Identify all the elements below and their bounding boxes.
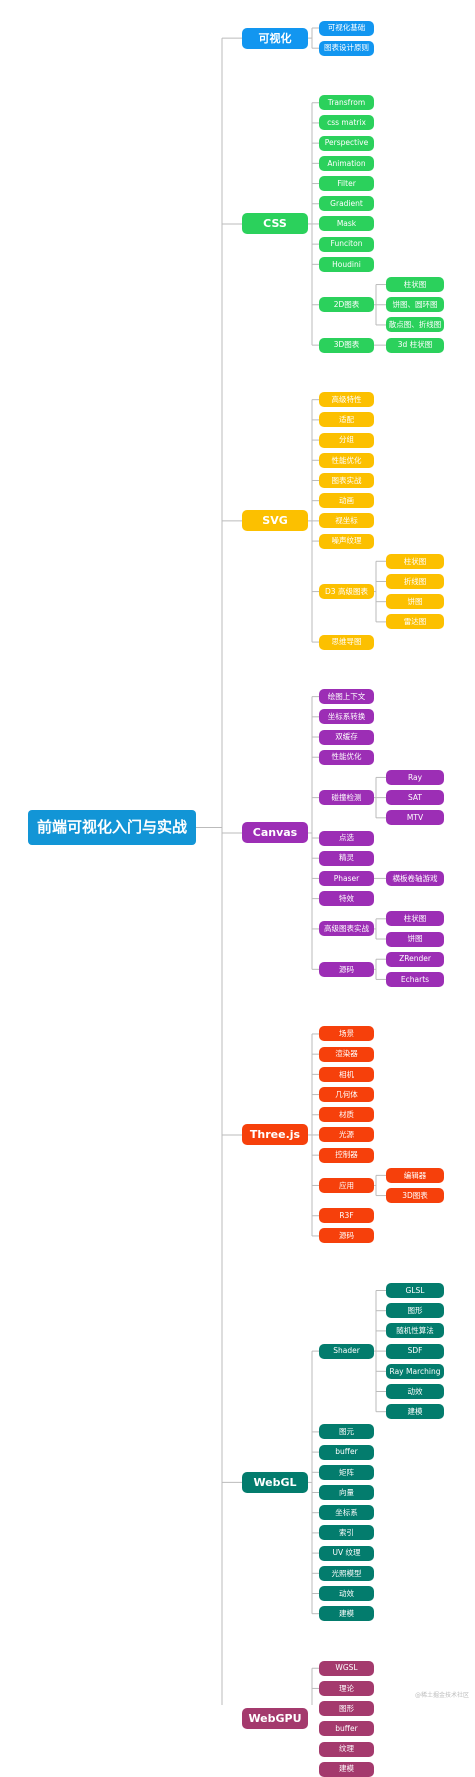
level1-node: Shader xyxy=(319,1343,374,1359)
level1-node: 源码 xyxy=(319,961,374,977)
level1-node: 性能优化 xyxy=(319,749,374,765)
level1-node: 双缓存 xyxy=(319,729,374,745)
level1-node: 点选 xyxy=(319,830,374,846)
level2-node: Ray xyxy=(386,769,444,785)
level1-node: 适配 xyxy=(319,412,374,428)
level2-node: SDF xyxy=(386,1343,444,1359)
level1-node: 矩阵 xyxy=(319,1464,374,1480)
level1-node: Perspective xyxy=(319,135,374,151)
level1-node: 索引 xyxy=(319,1525,374,1541)
level1-node: 动画 xyxy=(319,493,374,509)
level1-node: 源码 xyxy=(319,1228,374,1244)
level2-node: 柱状图 xyxy=(386,277,444,293)
category-node-6: WebGPU xyxy=(242,1708,308,1730)
level2-node: 饼图 xyxy=(386,594,444,610)
level1-node: 建模 xyxy=(319,1761,374,1777)
category-node-1: CSS xyxy=(242,213,308,235)
level2-node: 柱状图 xyxy=(386,553,444,569)
level1-node: Gradient xyxy=(319,196,374,212)
level1-node: UV 纹理 xyxy=(319,1545,374,1561)
level1-node: 应用 xyxy=(319,1177,374,1193)
level1-node: 坐标系 xyxy=(319,1505,374,1521)
level2-node: 动效 xyxy=(386,1384,444,1399)
level1-node: R3F xyxy=(319,1208,374,1224)
level2-node: 散点图、折线图 xyxy=(386,317,444,333)
category-node-5: WebGL xyxy=(242,1471,308,1493)
level2-node: 3D图表 xyxy=(386,1188,444,1204)
level1-node: 可视化基础 xyxy=(319,20,374,36)
level1-node: 场景 xyxy=(319,1026,374,1042)
level1-node: 建模 xyxy=(319,1606,374,1622)
level2-node: 饼图 xyxy=(386,931,444,947)
level1-node: Mask xyxy=(319,216,374,232)
level1-node: 图形 xyxy=(319,1701,374,1717)
root-node: 前端可视化入门与实战 xyxy=(28,810,196,845)
level1-node: 3D图表 xyxy=(319,337,374,353)
level1-node: 2D图表 xyxy=(319,297,374,313)
watermark: @稀土掘金技术社区 xyxy=(414,1692,469,1699)
level1-node: 材质 xyxy=(319,1107,374,1123)
level1-node: 图表实战 xyxy=(319,472,374,488)
level1-node: 控制器 xyxy=(319,1147,374,1163)
level2-node: ZRender xyxy=(386,951,444,967)
level2-node: Ray Marching xyxy=(386,1363,444,1379)
level1-node: D3 高级图表 xyxy=(319,584,374,600)
level1-node: 特效 xyxy=(319,891,374,907)
level1-node: 精灵 xyxy=(319,850,374,866)
level2-node: SAT xyxy=(386,790,444,806)
level1-node: 噪声纹理 xyxy=(319,533,374,549)
level1-node: buffer xyxy=(319,1721,374,1737)
level1-node: Filter xyxy=(319,176,374,192)
level2-node: GLSL xyxy=(386,1283,444,1298)
level1-node: 光源 xyxy=(319,1127,374,1143)
level2-node: 横板卷轴游戏 xyxy=(386,870,444,886)
category-node-0: 可视化 xyxy=(242,27,308,49)
level1-node: 高级图表实战 xyxy=(319,921,374,937)
category-node-4: Three.js xyxy=(242,1124,308,1146)
level1-node: buffer xyxy=(319,1444,374,1460)
level1-node: 视坐标 xyxy=(319,513,374,529)
level1-node: WGSL xyxy=(319,1660,374,1676)
level2-node: 柱状图 xyxy=(386,911,444,927)
level1-node: 绘图上下文 xyxy=(319,689,374,705)
connector-lines xyxy=(196,27,386,1705)
level2-node: 编辑器 xyxy=(386,1167,444,1183)
level2-node: 折线图 xyxy=(386,573,444,589)
level1-node: Phaser xyxy=(319,870,374,886)
level2-node: 图形 xyxy=(386,1303,444,1319)
level1-node: 高级特性 xyxy=(319,392,374,408)
level1-node: Houdini xyxy=(319,256,374,272)
level2-node: 随机性算法 xyxy=(386,1323,444,1339)
level1-node: 分组 xyxy=(319,432,374,448)
level1-node: 动效 xyxy=(319,1586,374,1601)
level1-node: 相机 xyxy=(319,1066,374,1082)
level1-node: Animation xyxy=(319,155,374,171)
level1-node: 性能优化 xyxy=(319,452,374,468)
level1-node: 渲染器 xyxy=(319,1046,374,1062)
level1-node: 图表设计原则 xyxy=(319,40,374,56)
level1-node: css matrix xyxy=(319,115,374,131)
level1-node: 几何体 xyxy=(319,1087,374,1103)
level2-node: 3d 柱状图 xyxy=(386,337,444,353)
level1-node: 纹理 xyxy=(319,1741,374,1757)
level1-node: 思维导图 xyxy=(319,634,374,650)
level1-node: Transfrom xyxy=(319,95,374,111)
level2-node: MTV xyxy=(386,810,444,826)
level1-node: 光照模型 xyxy=(319,1565,374,1581)
level1-node: 图元 xyxy=(319,1424,374,1440)
level2-node: 饼图、圆环图 xyxy=(386,297,444,313)
level2-node: 建模 xyxy=(386,1404,444,1420)
category-node-2: SVG xyxy=(242,510,308,532)
level1-node: 向量 xyxy=(319,1485,374,1500)
level1-node: 碰撞检测 xyxy=(319,790,374,806)
level1-node: 理论 xyxy=(319,1680,374,1696)
category-node-3: Canvas xyxy=(242,822,308,844)
level1-node: Funciton xyxy=(319,236,374,252)
level2-node: Echarts xyxy=(386,971,444,987)
level2-node: 雷达图 xyxy=(386,614,444,630)
level1-node: 坐标系转换 xyxy=(319,709,374,725)
